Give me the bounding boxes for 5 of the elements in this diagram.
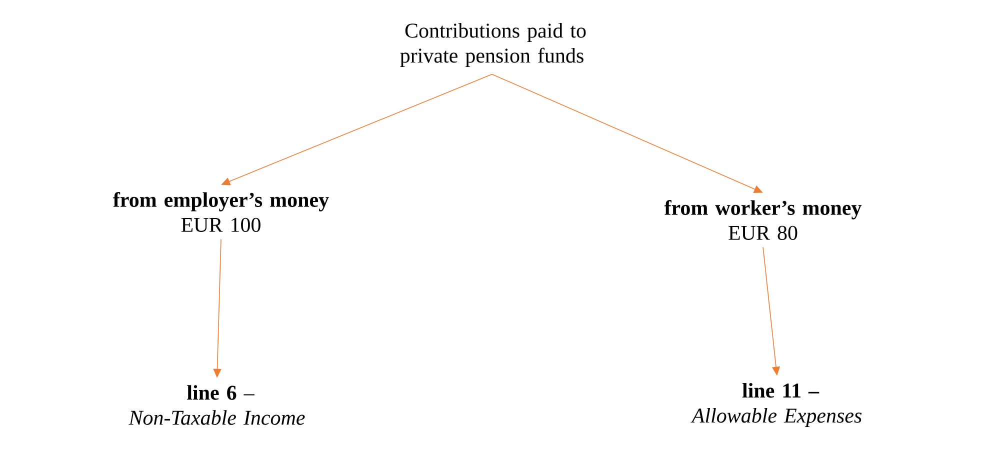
branch-label: from worker’s money EUR 80 — [664, 200, 862, 240]
branch-label: from employer’s money EUR 100 — [113, 192, 329, 232]
form-line-label: line 6 – Non-Taxable Income — [128, 385, 305, 425]
heading-label: Contributions paid to private pension funds — [400, 22, 586, 68]
form-line-label: line 11 – Allowable Expenses — [690, 382, 862, 428]
